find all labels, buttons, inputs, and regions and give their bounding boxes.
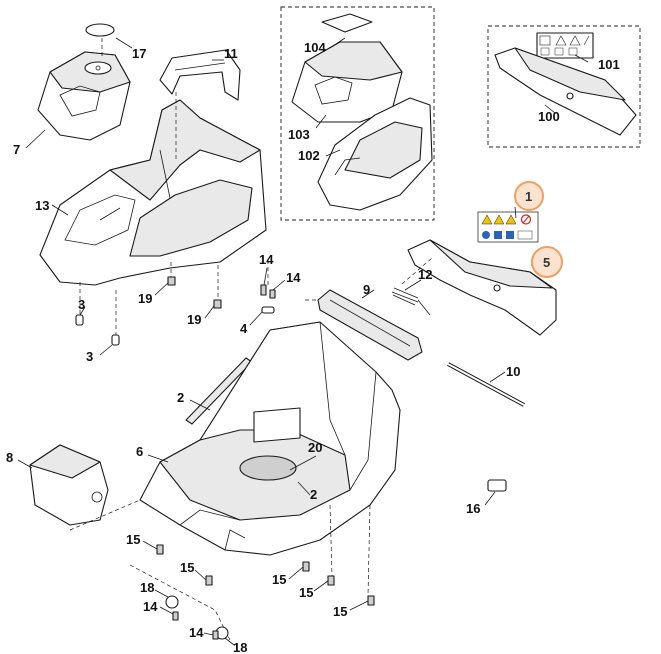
- label-part-20[interactable]: 20: [308, 440, 322, 455]
- label-part-11[interactable]: 11: [224, 46, 238, 61]
- label-part-16[interactable]: 16: [466, 501, 480, 516]
- part-103-cover-variant: [291, 41, 403, 123]
- label-part-15-a[interactable]: 15: [126, 532, 140, 547]
- part-100-grass-flap: [494, 47, 637, 136]
- part-104-label-plate: [321, 13, 373, 33]
- part-3-pin-upper: [75, 314, 84, 326]
- label-part-2-upper[interactable]: 2: [177, 390, 184, 405]
- part-9-carrier: [317, 289, 423, 361]
- highlight-circle-part-1: [514, 181, 544, 211]
- part-3-pin-lower: [111, 334, 120, 346]
- highlight-circle-part-5: [531, 246, 563, 278]
- label-part-14-c[interactable]: 14: [143, 599, 158, 614]
- part-13-main-housing: [39, 99, 267, 286]
- part-16-clip: [487, 479, 507, 492]
- label-part-13[interactable]: 13: [35, 198, 49, 213]
- part-12-spring: [391, 287, 431, 316]
- wheel-fastener-chain: [129, 544, 375, 641]
- part-19-screw-right: [213, 299, 222, 309]
- label-part-15-e[interactable]: 15: [333, 604, 347, 619]
- label-part-8[interactable]: 8: [6, 450, 13, 465]
- label-part-9[interactable]: 9: [363, 282, 370, 297]
- leader-lines: [17, 37, 589, 646]
- label-part-14-upper[interactable]: 14: [259, 252, 274, 267]
- label-part-6[interactable]: 6: [136, 444, 143, 459]
- label-part-19-right[interactable]: 19: [187, 312, 201, 327]
- part-14-bolt-right: [269, 289, 276, 299]
- label-part-14-d[interactable]: 14: [189, 625, 204, 640]
- label-part-4[interactable]: 4: [240, 321, 248, 336]
- label-part-18-b[interactable]: 18: [233, 640, 247, 654]
- label-part-15-d[interactable]: 15: [299, 585, 313, 600]
- assembly-lines: [69, 38, 433, 597]
- part-101-label: [536, 32, 594, 59]
- label-part-100[interactable]: 100: [538, 109, 560, 124]
- part-4-pin: [261, 306, 275, 314]
- part-7-top-cover: [37, 51, 131, 141]
- label-part-17[interactable]: 17: [132, 46, 146, 61]
- subassembly-box-100-101: [487, 25, 641, 148]
- label-part-2-lower[interactable]: 2: [310, 487, 317, 502]
- part-11-bracket: [159, 49, 241, 101]
- part-8-side-cover: [29, 444, 109, 526]
- label-part-103[interactable]: 103: [288, 127, 310, 142]
- part-20-wing: [289, 455, 317, 471]
- part-10-axle-rod: [447, 362, 525, 407]
- part-1-warning-label: [477, 211, 539, 243]
- part-17-cap: [85, 23, 115, 37]
- subassembly-box-102-104: [280, 6, 435, 221]
- part-5-rear-deflector: [407, 239, 557, 336]
- label-part-12[interactable]: 12: [418, 267, 432, 282]
- label-part-18-a[interactable]: 18: [140, 580, 154, 595]
- part-6-mower-deck: [139, 321, 401, 556]
- label-part-19-left[interactable]: 19: [138, 291, 152, 306]
- label-part-5[interactable]: 5: [543, 255, 550, 270]
- label-part-1[interactable]: 1: [525, 189, 532, 204]
- part-14-bolt-left: [260, 284, 267, 296]
- label-part-104[interactable]: 104: [304, 40, 326, 55]
- label-part-3-lower[interactable]: 3: [86, 349, 93, 364]
- part-102-housing-variant: [317, 97, 433, 211]
- label-part-15-c[interactable]: 15: [272, 572, 286, 587]
- label-part-10[interactable]: 10: [506, 364, 520, 379]
- label-part-101[interactable]: 101: [598, 57, 620, 72]
- label-part-102[interactable]: 102: [298, 148, 320, 163]
- label-part-15-b[interactable]: 15: [180, 560, 194, 575]
- part-19-screw-left: [167, 276, 176, 286]
- label-part-7[interactable]: 7: [13, 142, 20, 157]
- label-part-14-right[interactable]: 14: [286, 270, 301, 285]
- label-part-3-upper[interactable]: 3: [78, 297, 85, 312]
